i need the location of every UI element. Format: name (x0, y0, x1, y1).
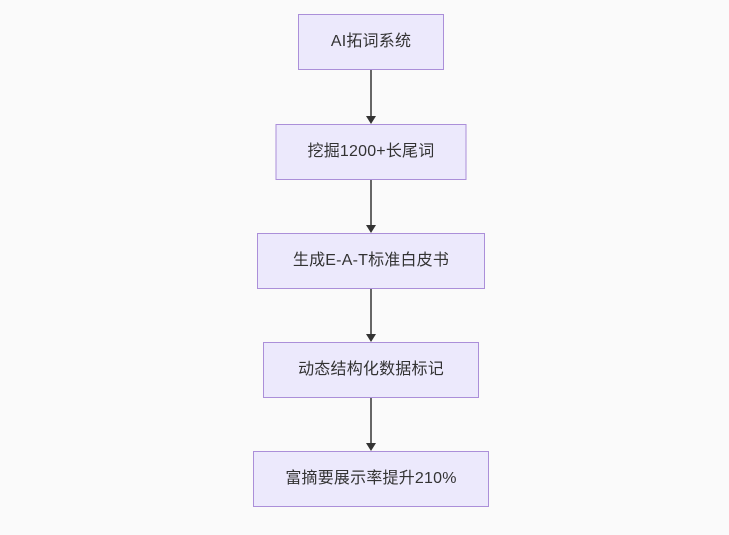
flow-node-dynamic-structured-data-markup[interactable]: 动态结构化数据标记 (263, 342, 479, 398)
edge-line (370, 180, 372, 226)
flow-edge-3 (364, 289, 378, 342)
edge-line (370, 289, 372, 335)
edge-line (370, 70, 372, 117)
arrow-down-icon (366, 334, 376, 342)
flow-edge-4 (364, 398, 378, 451)
flow-node-rich-snippet-impression-lift[interactable]: 富摘要展示率提升210% (253, 451, 489, 507)
flow-node-label: 挖掘1200+长尾词 (307, 143, 435, 161)
flow-node-mine-longtail-keywords[interactable]: 挖掘1200+长尾词 (275, 124, 467, 180)
flow-node-label: 富摘要展示率提升210% (285, 470, 457, 488)
flow-node-label: AI拓词系统 (330, 33, 412, 51)
arrow-down-icon (366, 443, 376, 451)
flow-node-generate-eat-whitepaper[interactable]: 生成E-A-T标准白皮书 (257, 233, 485, 289)
flow-node-ai-keyword-system[interactable]: AI拓词系统 (298, 14, 444, 70)
edge-line (370, 398, 372, 444)
arrow-down-icon (366, 116, 376, 124)
flow-edge-2 (364, 180, 378, 233)
arrow-down-icon (366, 225, 376, 233)
flow-edge-1 (364, 70, 378, 124)
flow-node-label: 生成E-A-T标准白皮书 (292, 252, 450, 270)
flow-node-label: 动态结构化数据标记 (298, 361, 444, 379)
